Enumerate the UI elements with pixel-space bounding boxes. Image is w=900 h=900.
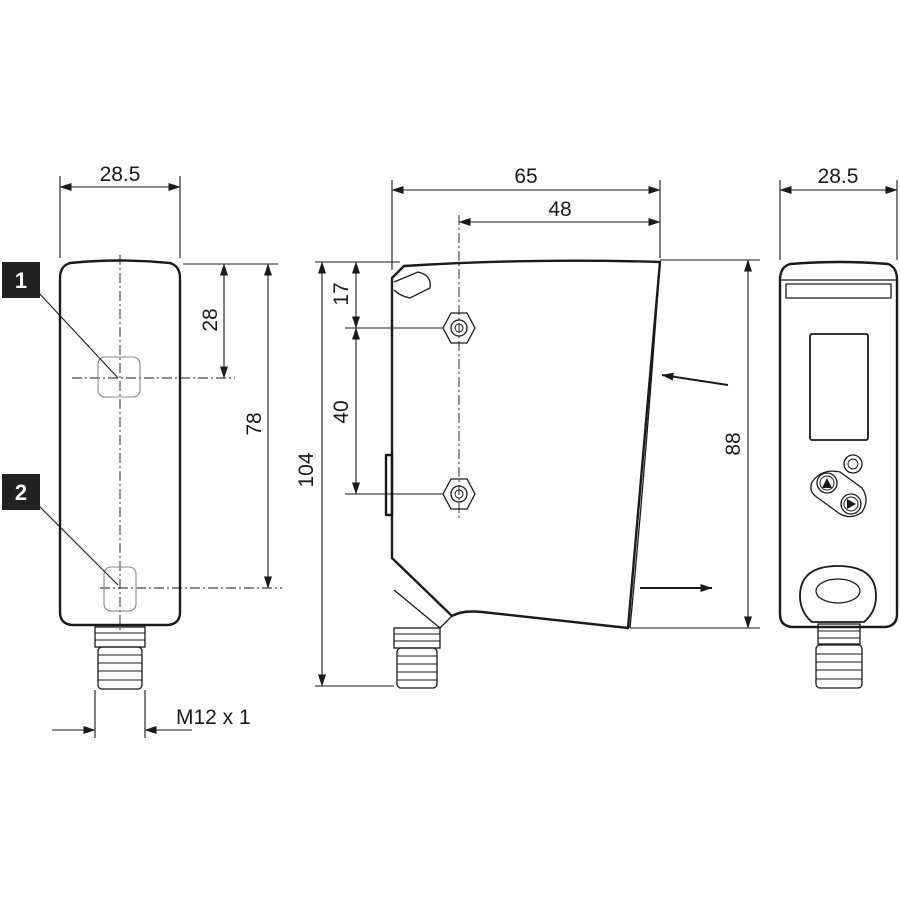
mount-hole-2 xyxy=(103,566,137,612)
side-view-lens-edge xyxy=(629,261,661,629)
side-view: 65 48 17 40 104 xyxy=(295,165,760,689)
dim-side-overall-height-label: 104 xyxy=(295,452,318,487)
dim-side-hole-depth: 48 xyxy=(458,198,661,226)
side-view-rail xyxy=(384,453,394,517)
mount-hole-1 xyxy=(97,356,141,398)
side-view-top-lip xyxy=(393,271,431,299)
side-view-body xyxy=(390,259,662,630)
dim-front-hole-offset: 28 xyxy=(183,263,278,379)
light-in-arrow xyxy=(661,372,729,386)
dim-side-top-offset-label: 17 xyxy=(330,282,353,305)
dim-front-width: 28.5 xyxy=(59,163,181,258)
front-view: 28.5 28 78 M12 x 1 1 xyxy=(2,163,282,738)
rear-led xyxy=(843,454,863,474)
side-connector xyxy=(393,627,441,689)
rear-view: 28.5 xyxy=(778,165,899,689)
rear-view-body xyxy=(778,260,899,629)
up-button-icon xyxy=(816,472,838,494)
rear-connector xyxy=(799,565,877,689)
side-view-bottom-bracket xyxy=(391,557,453,629)
dim-front-hole-offset-label: 28 xyxy=(199,308,222,331)
dim-side-depth: 65 xyxy=(391,165,661,270)
dim-side-hole-spacing-label: 40 xyxy=(330,400,353,423)
rear-button-group xyxy=(810,470,867,518)
dim-front-width-label: 28.5 xyxy=(100,163,141,186)
dim-front-hole-spacing-label: 78 xyxy=(243,412,266,435)
callout-2-label: 2 xyxy=(15,480,27,505)
dim-side-depth-label: 65 xyxy=(514,165,537,188)
dim-side-body-height: 88 xyxy=(630,259,760,629)
dim-rear-width-label: 28.5 xyxy=(818,165,859,188)
dim-side-body-height-label: 88 xyxy=(722,432,745,455)
dim-side-hole-spacing: 40 xyxy=(330,327,360,495)
dim-side-hole-depth-label: 48 xyxy=(548,198,571,221)
callout-1: 1 xyxy=(2,262,119,379)
rear-display xyxy=(809,333,869,441)
dim-front-hole-spacing: 78 xyxy=(243,263,272,589)
right-button-icon xyxy=(840,493,862,515)
dim-rear-width: 28.5 xyxy=(779,165,898,260)
dim-side-overall-height: 104 xyxy=(295,261,326,687)
callout-2: 2 xyxy=(2,474,119,586)
front-connector xyxy=(94,626,146,690)
dim-thread-label: M12 x 1 xyxy=(176,706,251,729)
callout-1-label: 1 xyxy=(15,268,27,293)
dim-thread: M12 x 1 xyxy=(52,690,251,738)
front-view-body xyxy=(58,259,182,627)
dim-side-top-offset: 17 xyxy=(330,261,360,329)
